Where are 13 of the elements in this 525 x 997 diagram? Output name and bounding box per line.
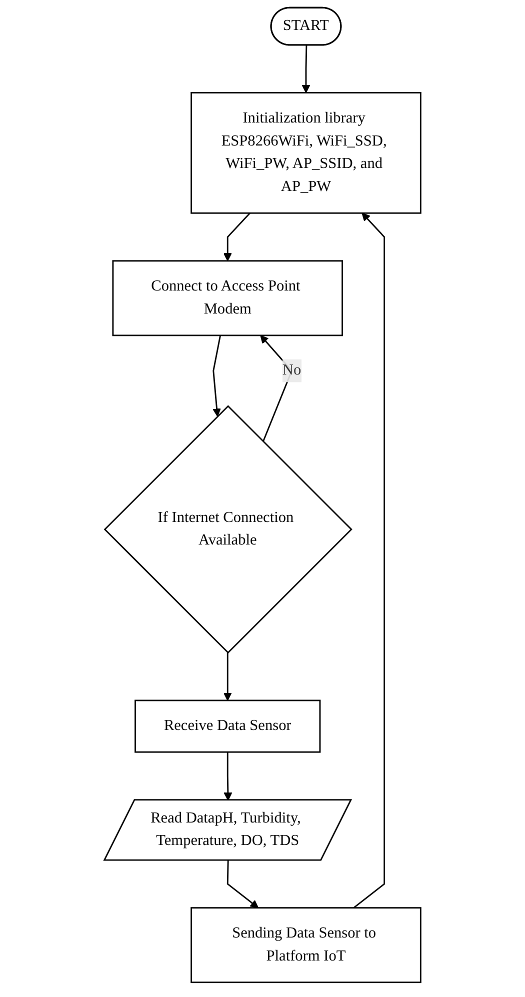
node-box: Initialization library ESP8266WiFi, WiFi_SSD, WiFi_PW, AP_SSID, and AP_PW xyxy=(190,92,422,214)
arrow xyxy=(224,752,232,801)
node-box: Receive Data Sensor xyxy=(134,700,321,753)
arrow xyxy=(223,652,232,701)
edge-label: No xyxy=(282,362,302,378)
node-diamond: If Internet Connection Available xyxy=(104,405,352,654)
arrow xyxy=(353,212,386,908)
arrow xyxy=(226,860,259,908)
node-box: Connect to Access Point Modem xyxy=(112,260,343,336)
node-box: Sending Data Sensor to Platform IoT xyxy=(190,907,422,984)
arrow xyxy=(302,45,310,94)
arrow xyxy=(223,212,250,262)
arrow xyxy=(212,335,222,417)
